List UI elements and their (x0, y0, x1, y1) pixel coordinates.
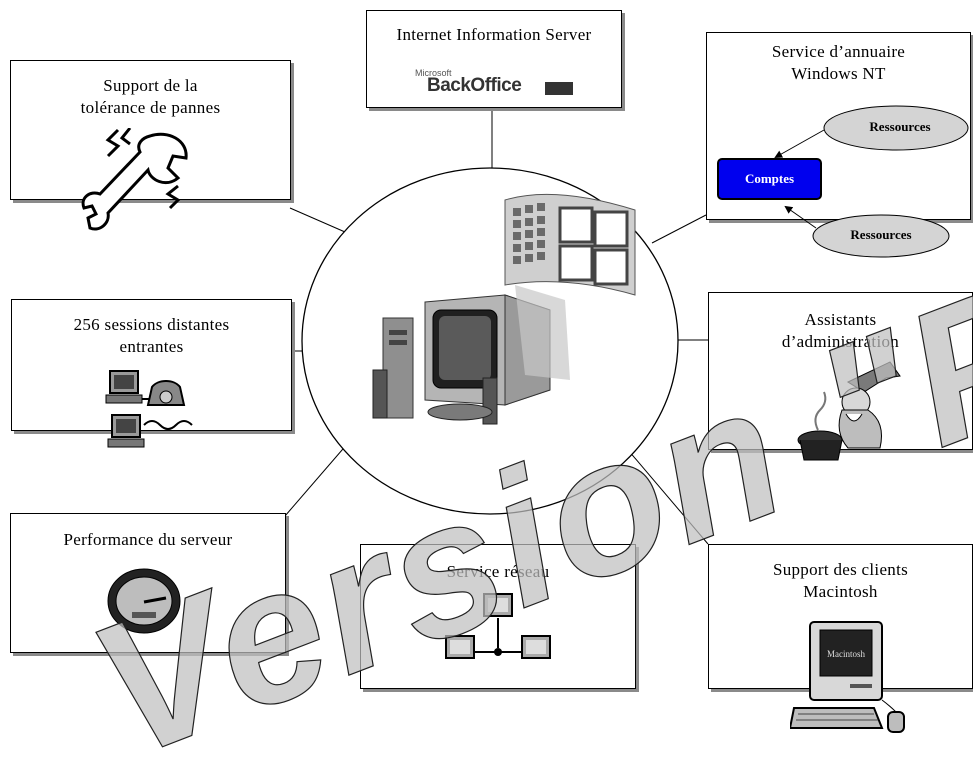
macintosh-screen-text: Macintosh (827, 649, 865, 659)
center-graphics (372, 193, 636, 425)
desktop-computer-icon (372, 285, 570, 425)
annuaire-title: Service d’annuaire Windows NT (771, 42, 906, 83)
comptes-node: Comptes (717, 158, 822, 200)
wrench-icon (81, 128, 188, 231)
wizard-icon (797, 361, 901, 461)
connector-tolerance (289, 207, 346, 233)
backoffice-badge (545, 82, 573, 95)
annuaire-diagram (774, 105, 969, 258)
arrow-ressources-2 (784, 205, 817, 229)
iis-title: Internet Information Server (396, 25, 592, 44)
modem-phone-icon (105, 370, 193, 448)
speedometer-icon (107, 568, 181, 634)
connector-annuaire (651, 214, 707, 244)
sessions-title: 256 sessions distantes entrantes (73, 315, 230, 356)
network-icon (445, 593, 551, 659)
macintosh-computer-icon: Macintosh (790, 621, 905, 733)
tolerance-title: Support de la tolérance de pannes (80, 76, 221, 117)
sessions-box: 256 sessions distantes entrantes (11, 299, 292, 431)
arrow-ressources-1 (774, 129, 825, 158)
performance-title: Performance du serveur (63, 530, 233, 549)
ressources-label-1: Ressources (869, 119, 931, 134)
tolerance-box: Support de la tolérance de pannes (10, 60, 291, 200)
iis-box: Internet Information Server Microsoft Ba… (366, 10, 622, 108)
ressources-ellipse-1 (823, 105, 969, 151)
macintosh-title: Support des clients Macintosh (772, 560, 909, 601)
assistants-title: Assistants d’administration (781, 310, 900, 351)
ressources-ellipse-2 (812, 214, 950, 258)
backoffice-logo: BackOffice (427, 75, 522, 96)
windows-logo-icon (504, 193, 636, 296)
microsoft-wordmark: Microsoft (415, 68, 452, 78)
reseau-title: Service réseau (446, 562, 550, 581)
ressources-label-2: Ressources (850, 227, 912, 242)
